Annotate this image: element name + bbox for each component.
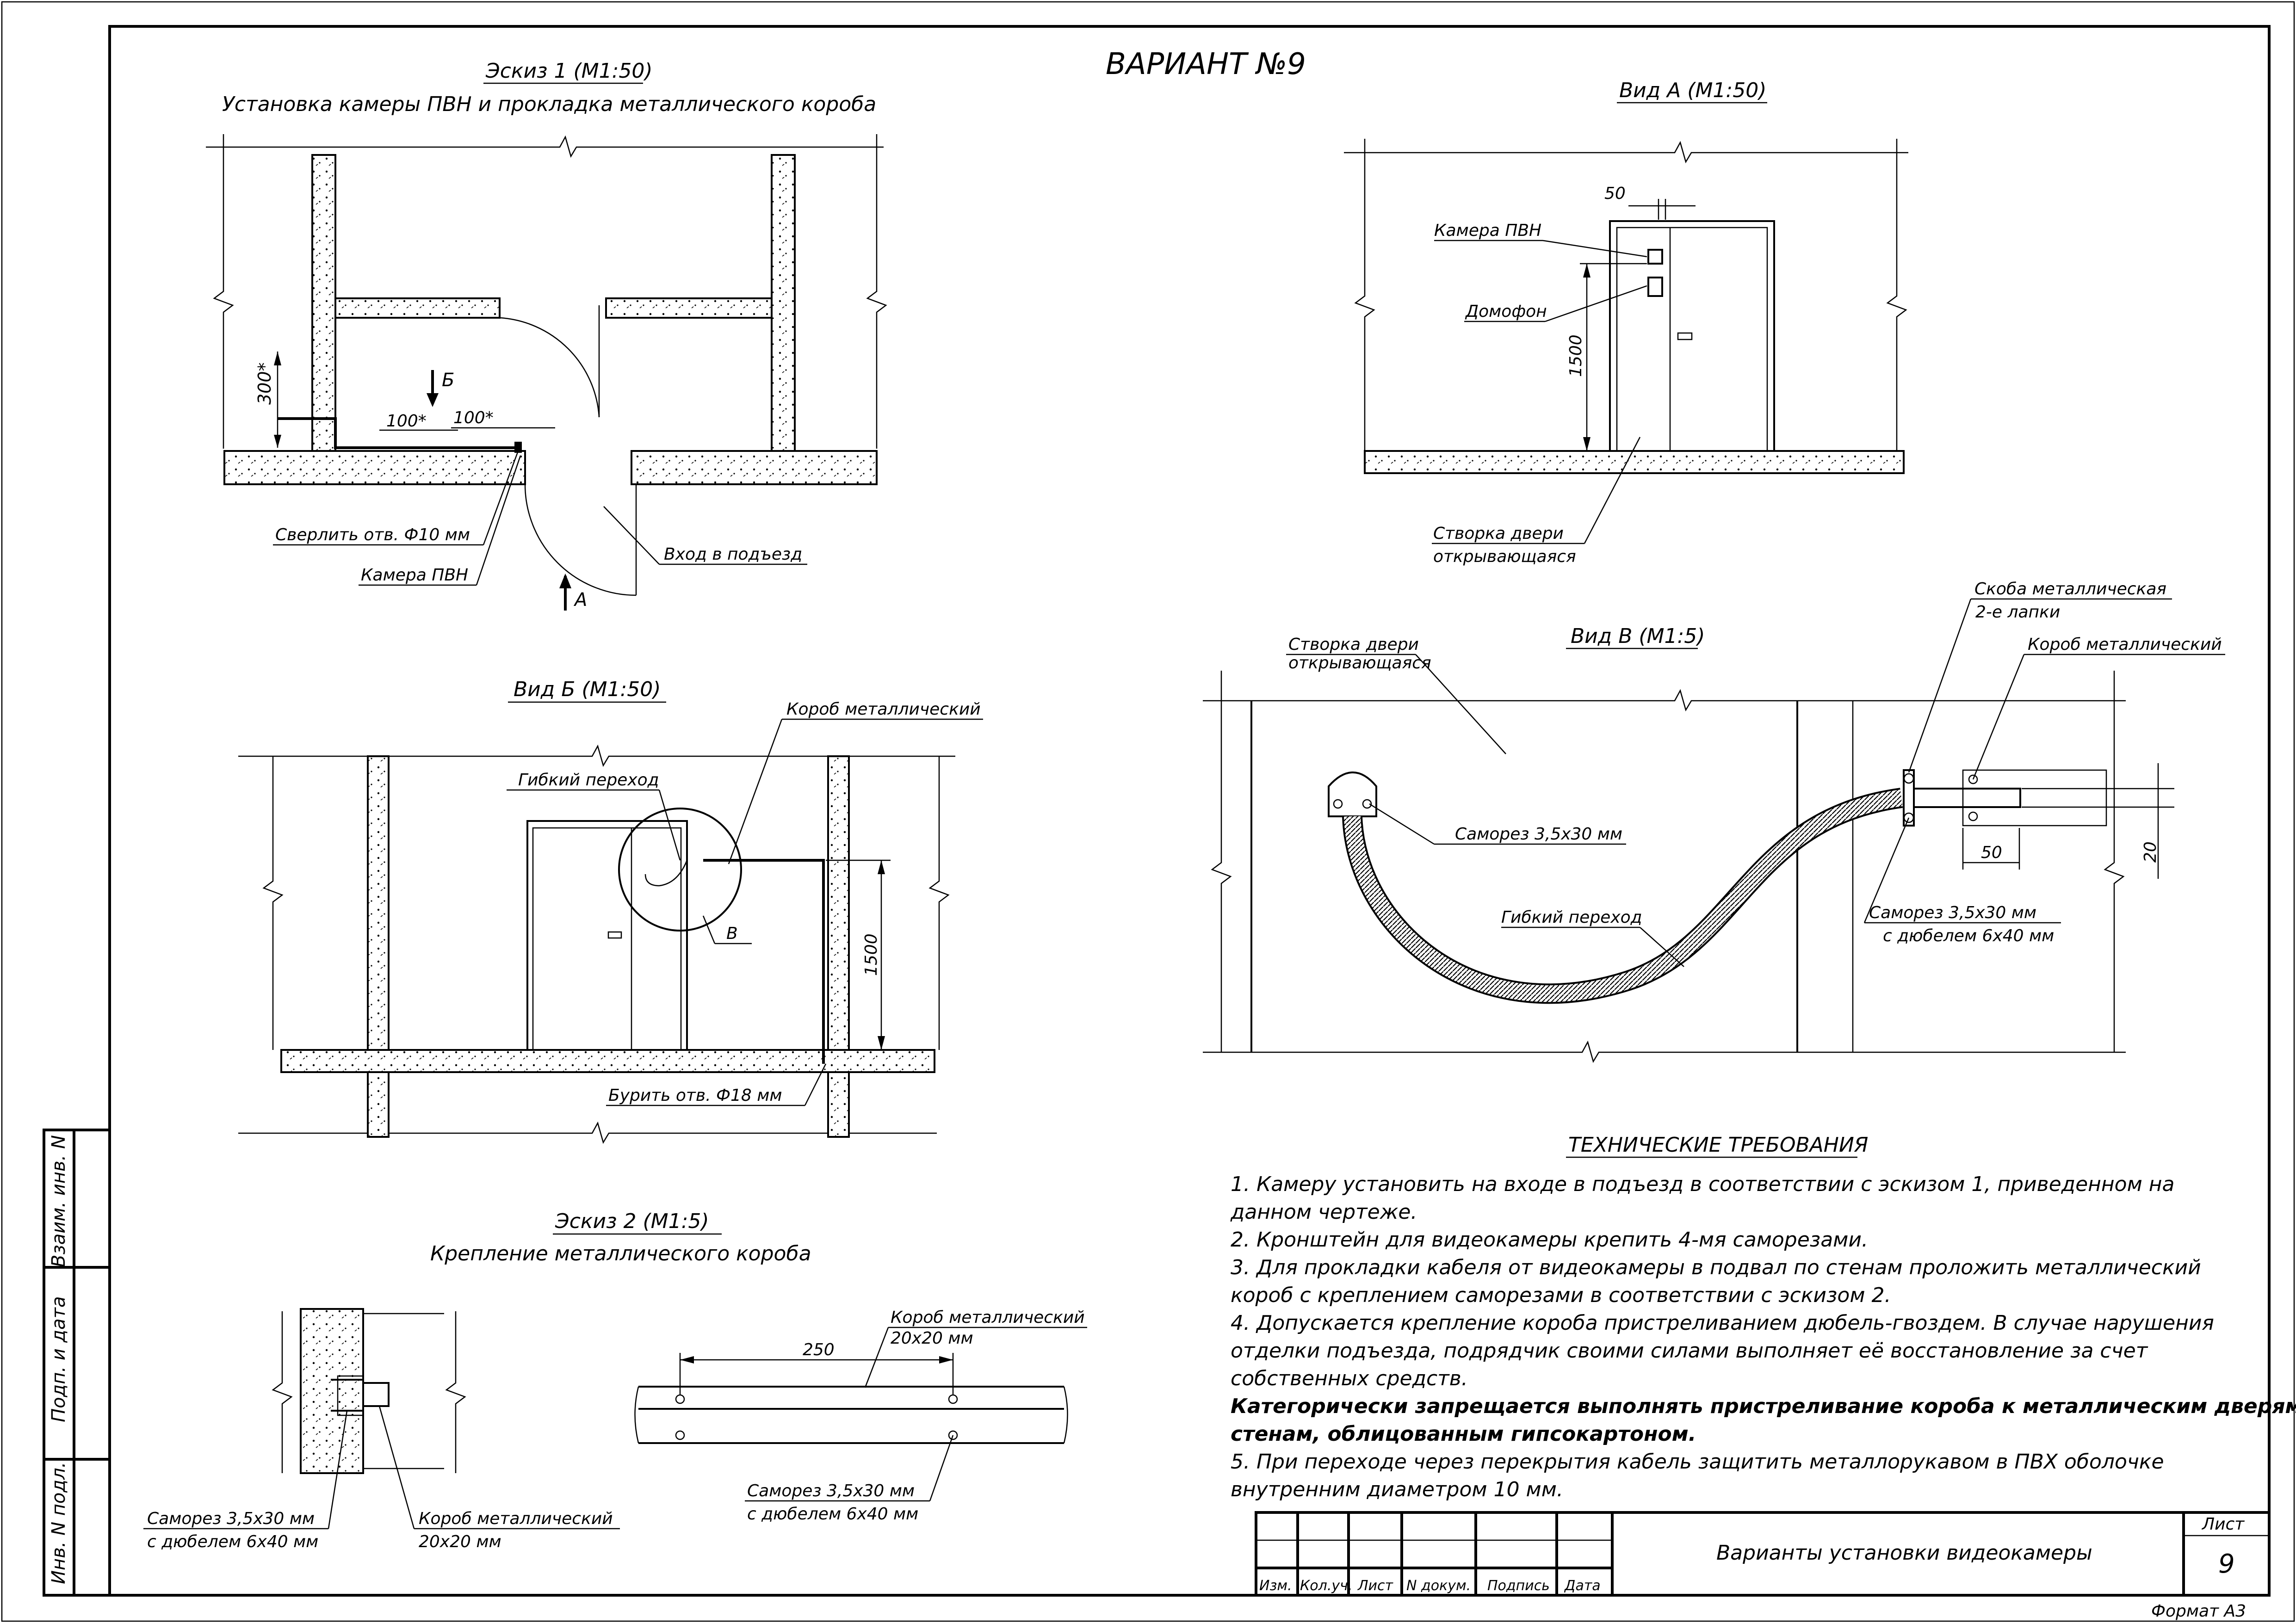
req-line-6: 4. Допускается крепление короба пристрел…	[1231, 1311, 2214, 1335]
viewV-label-box: Короб металлический	[2028, 635, 2222, 654]
viewV-label-leaf2: открывающаяся	[1288, 654, 1431, 673]
req-tail-2: внутренним диаметром 10 мм.	[1231, 1478, 1563, 1501]
stamp-col-izm: Изм.	[1259, 1578, 1292, 1594]
page-title: ВАРИАНТ №9	[1106, 47, 1306, 81]
req-line-5: короб с креплением саморезами в соответс…	[1231, 1284, 1891, 1307]
view-b: Вид Б (М1:50) 1500 Короб металлический Г…	[238, 678, 983, 1144]
stamp-col-koluch: Кол.уч.	[1300, 1578, 1352, 1594]
req-tail-1: 5. При переходе через перекрытия кабель …	[1231, 1450, 2164, 1474]
viewV-dim-50: 50	[1981, 843, 2002, 862]
sketch2-label-screw2-b: с дюбелем 6х40 мм	[747, 1505, 918, 1524]
side-stamp-2: Подп. и дата	[48, 1296, 69, 1422]
sketch1-dim-300: 300*	[254, 362, 275, 405]
req-line-8: собственных средств.	[1231, 1367, 1468, 1390]
req-line-4: 3. Для прокладки кабеля от видеокамеры в…	[1231, 1256, 2201, 1279]
stamp-sheet-label: Лист	[2201, 1515, 2245, 1534]
stamp-col-list: Лист	[1357, 1578, 1394, 1594]
viewV-label-screw: Саморез 3,5х30 мм	[1455, 825, 1622, 844]
req-line-1: 1. Камеру установить на входе в подъезд …	[1231, 1173, 2175, 1196]
sketch1-heading: Эскиз 1 (М1:50)	[485, 59, 653, 83]
sketch-1: Эскиз 1 (М1:50) Установка камеры ПВН и п…	[206, 59, 887, 611]
side-stamp-3: Инв. N подл.	[48, 1462, 69, 1584]
viewA-label-leaf2: открывающаяся	[1433, 547, 1576, 566]
viewV-label-screw2: Саморез 3,5х30 мм	[1869, 903, 2036, 922]
requirements-heading: ТЕХНИЧЕСКИЕ ТРЕБОВАНИЯ	[1568, 1133, 1868, 1157]
sketch1-subtitle: Установка камеры ПВН и прокладка металли…	[222, 93, 876, 116]
title-block: Изм. Кол.уч. Лист N докум. Подпись Дата …	[1255, 1511, 2271, 1621]
viewV-label-bracket2: 2-е лапки	[1975, 603, 2060, 622]
sketch2-label-box: Короб металлический	[419, 1509, 613, 1528]
viewV-dim-20: 20	[2141, 841, 2160, 863]
viewB-label-flex: Гибкий переход	[518, 771, 659, 790]
req-line-7: отделки подъезда, подрядчик своими силам…	[1231, 1339, 2148, 1363]
viewA-label-intercom: Домофон	[1465, 302, 1547, 321]
viewA-dim-50: 50	[1604, 184, 1626, 203]
technical-requirements: ТЕХНИЧЕСКИЕ ТРЕБОВАНИЯ 1. Камеру установ…	[1230, 1133, 2296, 1501]
sketch1-arrow-a: А	[573, 589, 587, 611]
sketch2-label-screw-b: с дюбелем 6х40 мм	[147, 1532, 318, 1551]
viewB-heading: Вид Б (М1:50)	[514, 678, 661, 701]
stamp-col-ndoc: N докум.	[1406, 1578, 1471, 1594]
viewA-heading: Вид А (М1:50)	[1619, 79, 1766, 102]
viewV-label-bracket: Скоба металлическая	[1974, 580, 2166, 599]
req-bold-1: Категорически запрещается выполнять прис…	[1231, 1395, 2296, 1418]
sketch1-dim-100a: 100*	[386, 412, 427, 431]
sketch1-label-camera: Камера ПВН	[361, 566, 468, 585]
sketch1-label-drill: Сверлить отв. Ф10 мм	[275, 525, 470, 544]
sketch2-dim-250: 250	[803, 1340, 835, 1359]
sketch-2: Эскиз 2 (М1:5) Крепление металлического …	[143, 1210, 1087, 1551]
stamp-title: Варианты установки видеокамеры	[1716, 1541, 2092, 1565]
sketch1-label-entrance: Вход в подъезд	[664, 545, 802, 564]
viewA-label-leaf: Створка двери	[1433, 524, 1564, 543]
viewA-dim-1500: 1500	[1566, 334, 1585, 377]
viewV-heading: Вид В (М1:5)	[1571, 624, 1705, 648]
sketch2-label-screw2: Саморез 3,5х30 мм	[747, 1481, 915, 1500]
sketch2-label-box2-b: 20х20 мм	[891, 1329, 973, 1348]
viewB-dim-1500: 1500	[862, 933, 881, 976]
req-line-3: 2. Кронштейн для видеокамеры крепить 4-м…	[1231, 1228, 1868, 1252]
sketch2-label-box-b: 20х20 мм	[419, 1532, 501, 1551]
sketch2-label-screw: Саморез 3,5х30 мм	[147, 1509, 315, 1528]
req-bold-2: стенам, облицованным гипсокартоном.	[1231, 1422, 1696, 1446]
stamp-sheet-number: 9	[2218, 1549, 2235, 1579]
viewV-label-leaf: Створка двери	[1288, 635, 1419, 654]
side-stamp-1: Взаим. инв. N	[48, 1135, 69, 1267]
viewV-label-screw2b: с дюбелем 6х40 мм	[1883, 926, 2054, 945]
viewB-label-v: В	[726, 924, 738, 943]
sketch2-subtitle: Крепление металлического короба	[430, 1242, 811, 1265]
viewA-label-camera: Камера ПВН	[1434, 221, 1541, 240]
view-a: Вид А (М1:50) 50 1500 Камера ПВН Домофон…	[1344, 79, 1908, 566]
stamp-format: Формат А3	[2151, 1602, 2246, 1621]
side-stamp: Взаим. инв. N Подп. и дата Инв. N подл.	[43, 1129, 111, 1597]
viewV-label-flex: Гибкий переход	[1501, 908, 1642, 927]
stamp-col-date: Дата	[1564, 1578, 1601, 1594]
sheet-frame	[108, 25, 2271, 1597]
sketch2-heading: Эскиз 2 (М1:5)	[555, 1210, 709, 1233]
req-line-2: данном чертеже.	[1230, 1200, 1417, 1224]
viewB-label-drill: Бурить отв. Ф18 мм	[608, 1086, 782, 1105]
sketch1-dim-100b: 100*	[453, 408, 494, 427]
stamp-col-signature: Подпись	[1487, 1578, 1550, 1594]
view-v: Вид В (М1:5) 50 20	[1203, 580, 2225, 1063]
viewB-label-box: Короб металлический	[786, 700, 981, 719]
sketch1-arrow-b: Б	[442, 370, 454, 391]
sketch2-label-box2: Короб металлический	[891, 1308, 1085, 1327]
